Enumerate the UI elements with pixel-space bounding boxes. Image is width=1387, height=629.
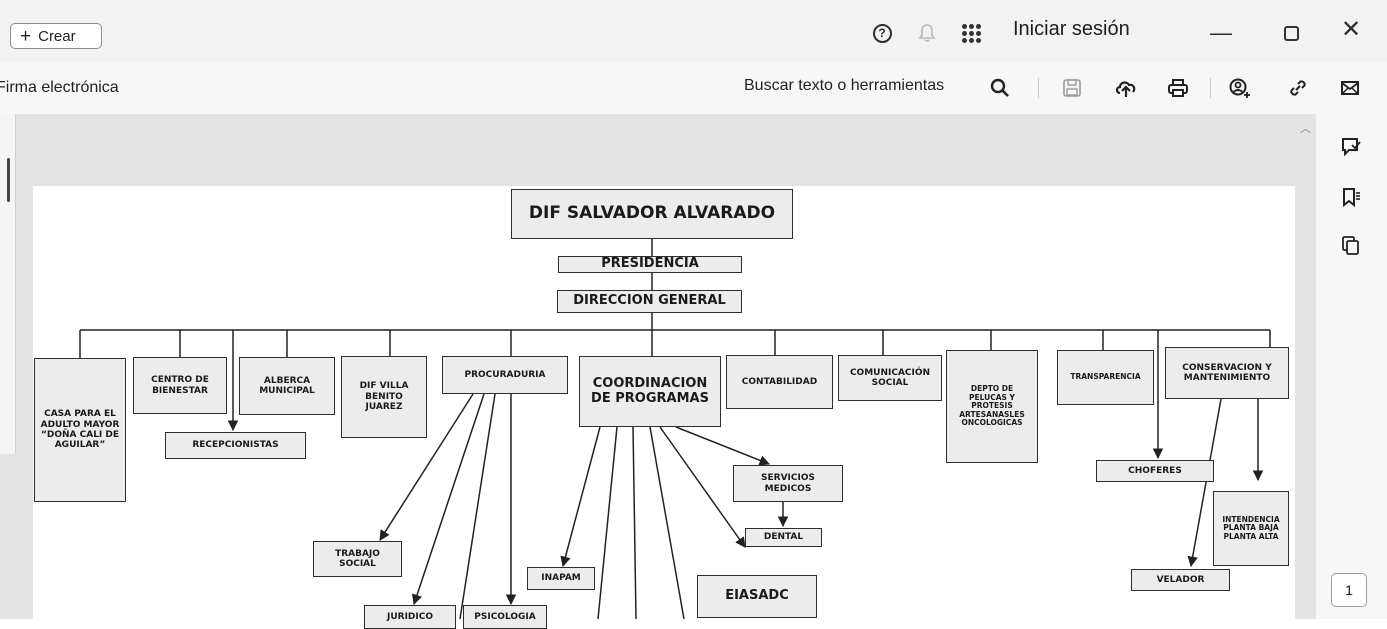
node-psicologia: PSICOLOGIA [463, 605, 547, 629]
node-presidencia: PRESIDENCIA [558, 256, 742, 273]
sign-in-button[interactable]: Iniciar sesión [1013, 18, 1130, 40]
node-conservacion-mantenimiento: CONSERVACION Y MANTENIMIENTO [1165, 347, 1289, 399]
panel-resize-handle[interactable] [7, 158, 10, 202]
page-number-indicator[interactable]: 1 [1331, 573, 1367, 607]
notification-bell-icon[interactable] [915, 20, 939, 46]
title-bar: + Crear ? Iniciar sesión — ✕ [0, 0, 1387, 62]
node-intendencia: INTENDENCIA PLANTA BAJA PLANTA ALTA [1213, 491, 1289, 566]
node-dental: DENTAL [745, 528, 822, 547]
tool-bar: Firma electrónica Buscar texto o herrami… [0, 62, 1387, 114]
toolbar-divider [1210, 78, 1211, 98]
email-icon[interactable] [1336, 74, 1364, 102]
node-choferes: CHOFERES [1096, 460, 1214, 482]
node-centro-bienestar: CENTRO DE BIENESTAR [133, 357, 227, 414]
node-inapam: INAPAM [527, 567, 595, 590]
create-button-label: Crear [38, 27, 76, 45]
node-direccion-general: DIRECCION GENERAL [557, 290, 742, 313]
node-eiasadc: EIASADC [697, 575, 817, 618]
maximize-icon[interactable] [1276, 20, 1306, 46]
apps-grid-icon[interactable] [958, 20, 984, 46]
node-contabilidad: CONTABILIDAD [726, 355, 833, 409]
node-velador: VELADOR [1131, 569, 1230, 591]
node-trabajo-social: TRABAJO SOCIAL [313, 541, 402, 577]
copy-pages-icon[interactable] [1338, 232, 1364, 258]
node-procuraduria: PROCURADURIA [442, 356, 568, 394]
bookmark-icon[interactable] [1338, 184, 1364, 210]
node-comunicacion-social: COMUNICACIÓN SOCIAL [838, 355, 942, 401]
save-icon[interactable] [1058, 74, 1086, 102]
toolbar-divider [1038, 78, 1039, 98]
node-transparencia: TRANSPARENCIA [1057, 350, 1154, 405]
search-tools-button[interactable]: Buscar texto o herramientas [744, 77, 945, 94]
print-icon[interactable] [1164, 74, 1192, 102]
link-icon[interactable] [1284, 74, 1312, 102]
help-icon[interactable]: ? [870, 20, 894, 46]
cloud-upload-icon[interactable] [1112, 74, 1140, 102]
node-dif-villa: DIF VILLA BENITO JUAREZ [341, 356, 427, 438]
node-juridico: JURIDICO [364, 605, 456, 629]
search-icon[interactable] [986, 74, 1014, 102]
right-sidebar [1316, 114, 1387, 619]
org-title: DIF SALVADOR ALVARADO [511, 189, 793, 239]
node-recepcionistas: RECEPCIONISTAS [165, 432, 306, 459]
node-coordinacion-programas: COORDINACION DE PROGRAMAS [579, 356, 721, 427]
comment-icon[interactable] [1338, 134, 1364, 160]
plus-icon: + [20, 25, 32, 47]
left-panel-collapsed[interactable] [0, 114, 16, 454]
scroll-up-arrow-icon[interactable]: ︿ [1300, 123, 1311, 135]
create-button[interactable]: + Crear [10, 23, 102, 49]
node-servicios-medicos: SERVICIOS MEDICOS [733, 465, 843, 502]
document-name: Firma electrónica [0, 79, 119, 96]
node-alberca-municipal: ALBERCA MUNICIPAL [239, 357, 335, 415]
share-user-icon[interactable] [1226, 74, 1254, 102]
close-icon[interactable]: ✕ [1340, 15, 1362, 43]
node-depto-pelucas: DEPTO DE PELUCAS Y PROTESIS ARTESANASLES… [946, 350, 1038, 463]
node-casa-adulto-mayor: CASA PARA EL ADULTO MAYOR “DOÑA CALI DE … [34, 358, 126, 502]
minimize-icon[interactable]: — [1210, 20, 1232, 45]
